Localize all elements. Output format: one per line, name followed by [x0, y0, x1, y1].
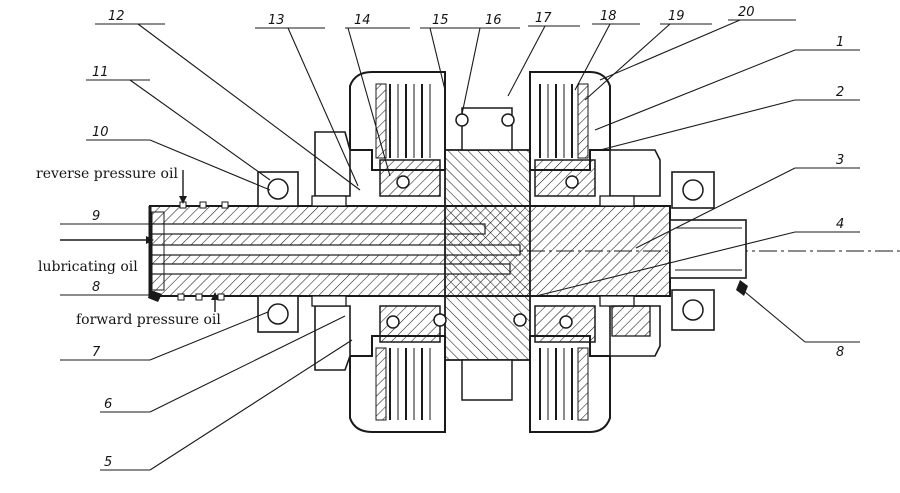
left-friction-discs-bottom: [375, 347, 431, 421]
part-number-19: 19: [668, 9, 685, 24]
left-friction-discs-top: [375, 83, 431, 159]
left-return-spring-top: [396, 175, 410, 189]
hub-web: [445, 150, 530, 360]
part-number-5: 5: [104, 455, 112, 470]
forward-pressure-oil-label: forward pressure oil: [76, 312, 221, 328]
part-number-7: 7: [92, 345, 101, 360]
right-bearing: [671, 171, 715, 331]
part-number-13: 13: [268, 13, 285, 28]
part-number-15: 15: [432, 13, 449, 28]
output-bore: [669, 219, 747, 279]
lubricating-oil-label: lubricating oil: [38, 259, 138, 275]
retaining-ring-8-left: [148, 290, 162, 302]
right-clutch-drum: [501, 71, 611, 433]
part-number-10: 10: [92, 125, 109, 140]
right-friction-discs-top: [539, 83, 589, 159]
central-hub: [444, 107, 531, 401]
part-number-1: 1: [836, 35, 844, 50]
needle-rollers: [311, 195, 635, 307]
reverse-oil-passage: [149, 223, 486, 235]
reverse-pressure-oil-label: reverse pressure oil: [36, 166, 178, 182]
part-number-12: 12: [108, 9, 125, 24]
main-shaft: [148, 201, 900, 301]
left-clutch-drum: [349, 71, 469, 433]
part-number-8-right: 8: [836, 345, 844, 360]
part-number-14: 14: [354, 13, 371, 28]
oil-arrows: [60, 170, 219, 312]
part-number-9: 9: [92, 209, 100, 224]
part-number-6: 6: [104, 397, 112, 412]
part-number-18: 18: [600, 9, 617, 24]
part-number-3: 3: [836, 153, 844, 168]
part-number-2: 2: [836, 85, 844, 100]
seal-ring-16: [455, 113, 469, 127]
shaft-ring-grooves-bottom: [177, 293, 225, 301]
right-piston-top: [534, 159, 596, 197]
leader-lines: [60, 19, 860, 471]
part-number-8-left: 8: [92, 280, 100, 295]
left-piston-top: [379, 159, 441, 197]
left-piston-bottom: [379, 305, 441, 343]
left-spline: [148, 206, 165, 296]
part-number-16: 16: [485, 13, 502, 28]
thrust-washer: [611, 305, 651, 337]
part-number-17: 17: [535, 11, 552, 26]
part-number-11: 11: [92, 65, 109, 80]
part-number-4: 4: [836, 217, 844, 232]
left-return-spring-bottom: [386, 315, 400, 329]
part-number-20: 20: [738, 5, 755, 20]
right-friction-discs-bottom: [539, 347, 589, 421]
